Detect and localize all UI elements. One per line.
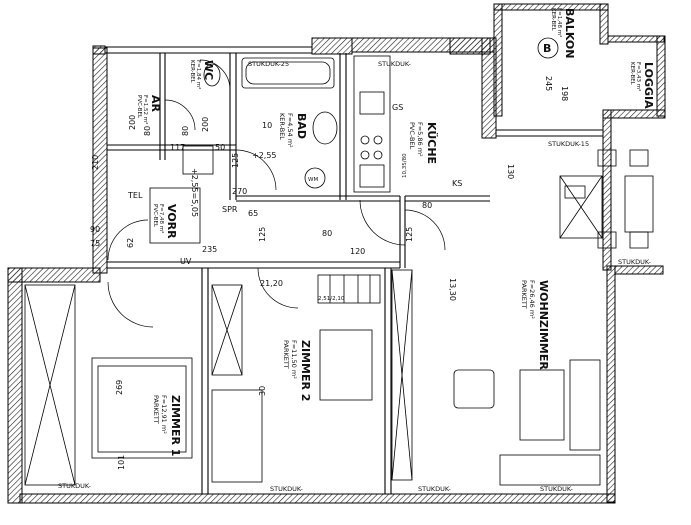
dim-90: 90 [90,225,100,234]
stukduk-label-4: STUKDUK- [618,258,651,266]
room-label-ar: AR F=1,52 m² PVC-BEL [136,95,162,124]
dim-30: 30 [258,386,267,396]
dim-200b: 200 [201,117,210,132]
svg-text:BAD: BAD [295,113,308,139]
room-label-zimmer2: ZIMMER 2 F=11,50 m² PARKETT [282,340,312,401]
svg-text:F=1,84 m²: F=1,84 m² [195,60,202,89]
dim-50: 50 [215,143,225,152]
dim-125a: 125 [258,227,267,242]
dim-2120: 21,20 [260,279,283,288]
svg-text:WOHNZIMMER: WOHNZIMMER [537,280,550,370]
dim-198: 198 [560,86,569,101]
svg-text:F=1,48 m²: F=1,48 m² [556,8,563,37]
dim-125c: 125 [231,153,240,168]
stukduk-label-8: STUKDUK- [540,485,573,493]
svg-text:PARKETT: PARKETT [282,340,290,369]
room-label-vorr: VORR F=7,48 m² PVC-BEL [152,204,178,239]
svg-text:ZIMMER 2: ZIMMER 2 [299,340,312,401]
dim-80d: 80 [422,201,432,210]
room-label-loggia: LOGGIA F=3,43 m² KER-BEL [629,62,655,109]
svg-text:LOGGIA: LOGGIA [642,62,655,109]
svg-text:VORR: VORR [165,204,178,239]
dim-65: 65 [248,209,258,218]
dim-80c: 80 [322,229,332,238]
svg-text:KER-BEL: KER-BEL [278,113,286,140]
dim-117: 117 [170,143,185,152]
dim-1330: 13,30 [448,278,457,301]
svg-text:F=3,43 m²: F=3,43 m² [635,62,642,91]
room-label-zimmer1: ZIMMER 1 F=12,91 m² PARKETT [152,395,182,456]
dim-101: 101 [117,455,126,470]
svg-text:F=26,46 m²: F=26,46 m² [528,280,536,319]
stukduk-label-7: STUKDUK- [418,485,451,493]
room-label-kueche: KÜCHE F=5,86 m² PVC-BEL [408,122,439,164]
balkon-b-marker: B [543,42,551,55]
room-label-wohnzimmer: WOHNZIMMER F=26,46 m² PARKETT [520,280,550,370]
dimensions: 200 200 80 80 117 50 65 235 120 125 125 … [90,76,569,470]
spr-label: SPR [222,205,238,214]
svg-text:KER-BEL: KER-BEL [629,62,635,86]
room-label-wc: WC F=1,84 m² KER-BEL [189,60,215,89]
ks-label: KS [452,179,462,188]
svg-text:KER-BEL: KER-BEL [189,60,195,84]
svg-text:ZIMMER 1: ZIMMER 1 [169,395,182,456]
room-label-bad: BAD F=4,54 m² KER-BEL [278,113,308,148]
interior-walls [22,46,603,494]
svg-text:KER-BEL: KER-BEL [550,8,556,32]
outer-walls [7,3,666,504]
svg-text:PARKETT: PARKETT [152,395,160,424]
stukduk-label-2: STUKDUK- [378,60,411,68]
svg-text:F=1,52 m²: F=1,52 m² [142,95,149,124]
stukduk-label-6: STUKDUK- [270,485,303,493]
stukduk-label-1: STUKDUK-25 [248,60,289,68]
svg-text:KÜCHE: KÜCHE [425,122,439,164]
room-label-balkon: BALKON F=1,48 m² KER-BEL [550,8,576,59]
door-swings [107,59,446,328]
dim-2510b: 2,51/2,10 [318,296,345,302]
svg-text:PVC-BEL: PVC-BEL [136,95,142,119]
svg-text:F=7,48 m²: F=7,48 m² [158,204,165,233]
svg-text:AR: AR [149,95,162,113]
svg-text:F=5,86 m²: F=5,86 m² [416,122,424,157]
stukduk-label-5: STUKDUK- [58,482,91,490]
dim-1035: 10,35/80 [402,153,408,178]
svg-text:PVC-BEL: PVC-BEL [152,204,158,228]
dim-10: 10 [262,121,272,130]
svg-text:F=4,54 m²: F=4,54 m² [286,113,294,148]
dim-245: 245 [544,76,553,91]
dim-270: 270 [232,187,247,196]
dim-62: 62 [126,238,135,248]
markers: STUKDUK-25 STUKDUK- STUKDUK-15 STUKDUK- … [58,42,651,493]
dim-125b: 125 [405,227,414,242]
dim-200a: 200 [128,115,137,130]
level-label-2: +2,55=5,05 [190,168,199,217]
tel-label: TEL [127,191,143,200]
dim-210: 210 [91,155,100,170]
svg-text:PARKETT: PARKETT [520,280,528,309]
dim-80b: 80 [181,126,190,136]
gs-label: GS [392,103,403,112]
dim-235: 235 [202,245,217,254]
svg-text:PVC-BEL: PVC-BEL [408,122,416,150]
svg-text:WC: WC [202,60,215,80]
fixtures [24,37,654,486]
dim-130: 130 [506,164,515,179]
level-label-1: +2,55 [252,151,277,160]
svg-text:BALKON: BALKON [563,8,576,59]
svg-text:F=12,91 m²: F=12,91 m² [160,395,168,434]
svg-text:F=11,50 m²: F=11,50 m² [290,340,298,379]
dim-120: 120 [350,247,365,256]
dim-80a: 80 [143,126,152,136]
wm-label: WM [308,177,318,183]
stukduk-label-3: STUKDUK-15 [548,140,589,148]
uv-label: UV [180,257,192,266]
dim-269: 269 [115,380,124,395]
dim-75: 75 [90,239,100,248]
